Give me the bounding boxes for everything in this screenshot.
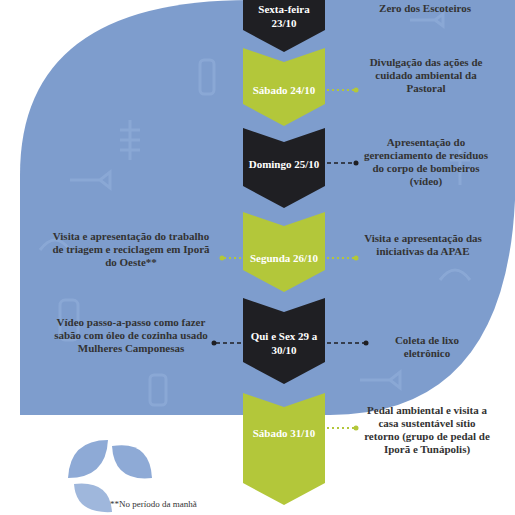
date-label: Sexta-feira 23/10 [247, 2, 321, 30]
chevron-fill [243, 212, 325, 292]
leader-lines [212, 88, 369, 431]
activity-text: Pedal ambiental e visita a casa sustentá… [362, 404, 492, 456]
activity-text: Visita e apresentação do trabalho de tri… [46, 230, 216, 269]
date-label: Qui e Sex 29 a 30/10 [247, 329, 321, 357]
leaf-background [20, 0, 515, 415]
chevron-fill [243, 128, 325, 208]
chevron-fill [243, 48, 325, 126]
timeline-chevron: Sábado 31/10 [243, 393, 325, 505]
footnote: **No período da manhã [110, 499, 260, 510]
timeline-chevron: Segunda 26/10 [243, 212, 325, 292]
timeline-chevron: Sábado 24/10 [243, 48, 325, 126]
date-label: Sábado 31/10 [247, 426, 321, 440]
date-label: Domingo 25/10 [247, 157, 321, 171]
chevron-fill [243, 393, 325, 505]
date-label: Segunda 26/10 [247, 251, 321, 265]
activity-text: Visita e apresentação das iniciativas da… [362, 232, 484, 258]
date-label: Sábado 24/10 [247, 83, 321, 97]
activity-text: Apresentação do gerenciamento de resíduo… [362, 136, 490, 188]
chevron-fill [243, 298, 325, 384]
activity-text: Vídeo passo-a-passo como fazer sabão com… [54, 316, 208, 355]
activity-text: Zero dos Escoteiros [350, 2, 500, 15]
timeline-chevron: Domingo 25/10 [243, 128, 325, 208]
activity-text: Divulgação das ações de cuidado ambienta… [364, 56, 488, 95]
timeline-chevron: Sexta-feira 23/10 [243, 0, 325, 52]
activity-text: Coleta de lixo eletrônico [372, 334, 482, 360]
chevron-fill [243, 0, 325, 52]
chevron-shape [243, 393, 325, 505]
timeline-chevron: Qui e Sex 29 a 30/10 [243, 298, 325, 384]
